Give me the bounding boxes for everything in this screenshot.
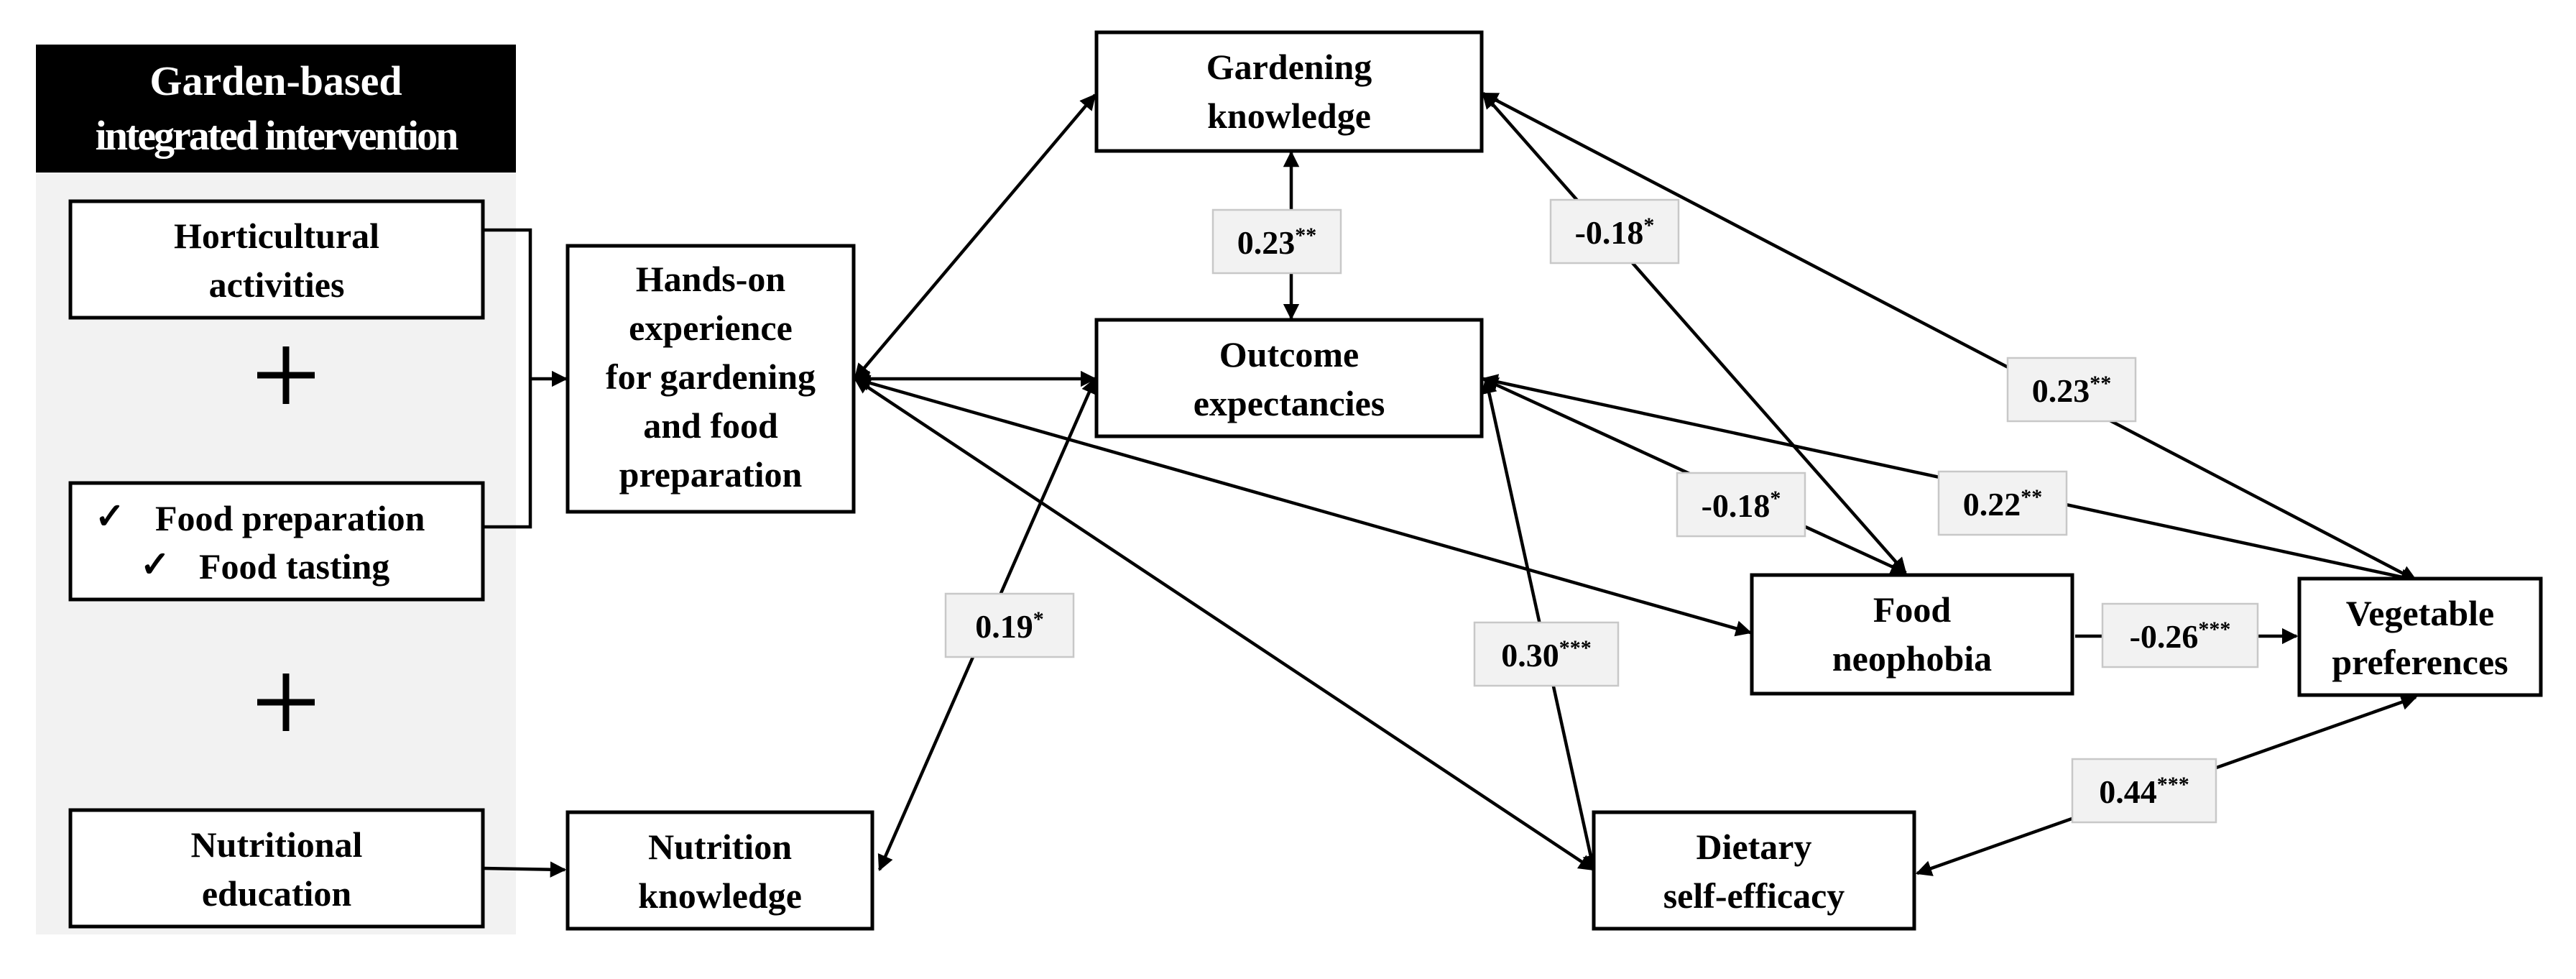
food-preparation-label: Food preparation: [155, 498, 425, 538]
dietary-self-efficacy-line2: self-efficacy: [1663, 875, 1845, 916]
outcome-expectancies-line2: expectancies: [1194, 383, 1385, 423]
plus-sign-1: [257, 346, 315, 404]
coef-significance: ***: [1559, 636, 1592, 660]
coef-significance: **: [2021, 485, 2042, 509]
coef-significance: ***: [2198, 617, 2230, 641]
nutritional-education-line2: education: [202, 873, 352, 914]
coef-value: -0.26: [2130, 618, 2199, 655]
outcome-expectancies-box: Outcome expectancies: [1094, 318, 1484, 438]
hands-on-line3: for gardening: [606, 357, 816, 397]
hands-on-line1: Hands-on: [636, 259, 786, 299]
vegetable-preferences-box: Vegetable preferences: [2297, 576, 2543, 697]
nutritional-education-line1: Nutritional: [191, 824, 363, 865]
coef-neophobia-veg-pref: -0.26***: [2101, 602, 2259, 668]
intervention-title-line2: integrated intervention: [96, 112, 459, 159]
nutrition-knowledge-line1: Nutrition: [648, 827, 792, 867]
gardening-knowledge-box: Gardening knowledge: [1094, 30, 1484, 153]
coef-significance: **: [1295, 224, 1316, 247]
coef-gardening-knowledge-veg-pref: 0.23**: [2006, 357, 2137, 423]
intervention-panel: Garden-based integrated intervention Hor…: [36, 45, 516, 934]
vegetable-preferences-line1: Vegetable: [2346, 593, 2494, 633]
coef-value: 0.23: [2032, 372, 2090, 409]
coef-outcome-veg-pref: 0.22**: [1937, 470, 2068, 536]
svg-text:0.44***: 0.44***: [2099, 773, 2189, 810]
hands-on-experience-box: Hands-on experience for gardening and fo…: [565, 244, 856, 514]
intervention-panel-header: [36, 45, 516, 173]
svg-text:0.23**: 0.23**: [1237, 224, 1317, 261]
coef-significance: *: [1643, 213, 1654, 237]
food-neophobia-box: Food neophobia: [1750, 573, 2074, 696]
horticultural-activities-line2: activities: [209, 265, 345, 305]
edge-hands-on-gardening-knowledge: [854, 93, 1097, 380]
coef-significance: *: [1033, 607, 1044, 631]
coef-significance: ***: [2157, 773, 2189, 796]
hands-on-line2: experience: [629, 308, 793, 348]
dietary-self-efficacy-line1: Dietary: [1696, 827, 1811, 867]
gardening-knowledge-line2: knowledge: [1207, 96, 1371, 136]
coef-outcome-neophobia: -0.18*: [1676, 472, 1806, 538]
coef-value: 0.22: [1963, 486, 2021, 523]
intervention-title-line1: Garden-based: [149, 58, 402, 104]
hands-on-line4: and food: [643, 405, 778, 446]
food-neophobia-line2: neophobia: [1832, 638, 1992, 679]
arrow-education-to-nutrition-knowledge: [482, 861, 567, 878]
dietary-self-efficacy-box: Dietary self-efficacy: [1592, 810, 1916, 931]
coef-significance: **: [2090, 372, 2111, 395]
coef-value: 0.44: [2099, 773, 2157, 810]
plus-sign-2: [257, 674, 315, 731]
gardening-knowledge-line1: Gardening: [1206, 47, 1372, 87]
svg-text:0.23**: 0.23**: [2032, 372, 2112, 409]
food-neophobia-line1: Food: [1873, 589, 1952, 630]
coef-value: -0.18: [1702, 487, 1771, 524]
coef-significance: *: [1770, 487, 1781, 510]
coef-nutrition-knowledge-outcome: 0.19*: [944, 592, 1075, 658]
food-tasting-label: Food tasting: [199, 546, 389, 587]
coef-gardening-knowledge-outcome: 0.23**: [1211, 208, 1342, 275]
check-mark-icon: ✓: [140, 544, 170, 584]
coef-value: 0.30: [1501, 637, 1559, 674]
nutrition-knowledge-line2: knowledge: [638, 875, 802, 916]
outcome-expectancies-line1: Outcome: [1219, 334, 1359, 374]
svg-text:-0.18*: -0.18*: [1702, 487, 1781, 524]
coef-value: 0.23: [1237, 224, 1296, 261]
coef-value: -0.18: [1575, 214, 1644, 251]
coef-outcome-self-efficacy: 0.30***: [1473, 621, 1620, 687]
hands-on-line5: preparation: [619, 454, 803, 495]
food-preparation-box: ✓ Food preparation ✓ Food tasting: [68, 481, 485, 602]
nutrition-knowledge-box: Nutrition knowledge: [565, 810, 874, 931]
check-mark-icon: ✓: [95, 496, 125, 536]
vegetable-preferences-line2: preferences: [2332, 642, 2508, 682]
horticultural-activities-line1: Horticultural: [174, 216, 379, 256]
nutritional-education-box: Nutritional education: [68, 808, 485, 929]
coef-value: 0.19: [975, 608, 1033, 645]
svg-text:-0.26***: -0.26***: [2130, 617, 2231, 655]
bracket-connector: [483, 228, 568, 529]
svg-text:-0.18*: -0.18*: [1575, 213, 1655, 251]
svg-text:0.30***: 0.30***: [1501, 636, 1592, 674]
coef-self-efficacy-veg-pref: 0.44***: [2071, 758, 2217, 824]
svg-text:0.19*: 0.19*: [975, 607, 1044, 645]
svg-text:0.22**: 0.22**: [1963, 485, 2043, 523]
coef-gardening-knowledge-neophobia: -0.18*: [1549, 198, 1680, 265]
horticultural-activities-box: Horticultural activities: [68, 199, 485, 320]
